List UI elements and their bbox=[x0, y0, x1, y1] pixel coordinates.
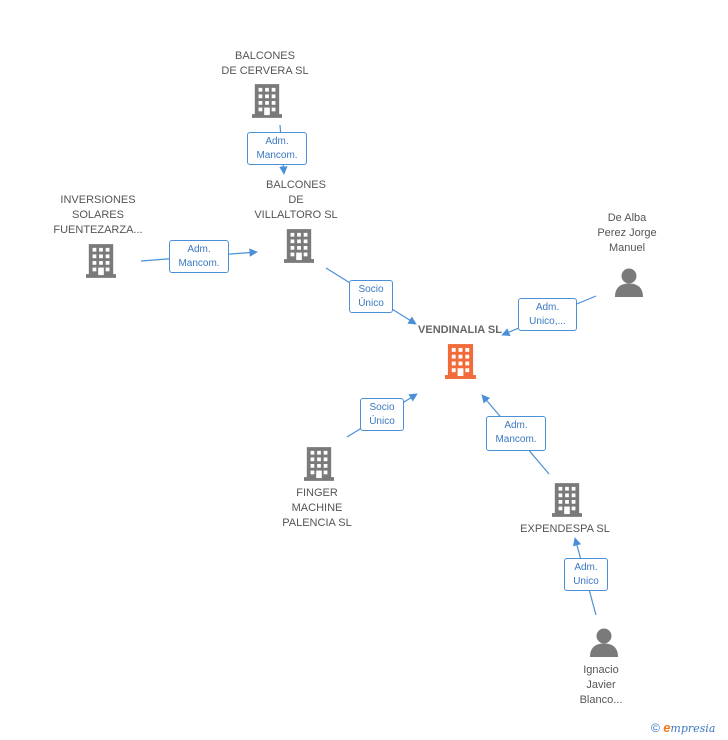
brand-initial: e bbox=[663, 720, 671, 735]
node-label-de-alba[interactable]: De Alba Perez Jorge Manuel bbox=[597, 212, 657, 254]
empresia-logo[interactable]: © empresia bbox=[651, 720, 715, 735]
building-icon[interactable] bbox=[284, 229, 314, 263]
node-label-balcones-villaltoro[interactable]: BALCONES DE VILLALTORO SL bbox=[254, 179, 338, 221]
copyright-symbol: © bbox=[651, 721, 660, 735]
edge-label-dealba-vendinalia[interactable]: Adm. Unico,... bbox=[518, 298, 577, 331]
node-label-vendinalia[interactable]: VENDINALIA SL bbox=[418, 324, 502, 336]
building-icon[interactable] bbox=[86, 244, 116, 278]
building-icon[interactable] bbox=[552, 483, 582, 517]
building-icon[interactable] bbox=[304, 447, 334, 481]
building-icon[interactable] bbox=[252, 84, 282, 118]
edge-label-villaltoro-vendinalia[interactable]: Socio Único bbox=[349, 280, 393, 313]
edge-label-inversiones-villaltoro[interactable]: Adm. Mancom. bbox=[169, 240, 229, 273]
node-label-balcones-cervera[interactable]: BALCONES DE CERVERA SL bbox=[221, 50, 309, 77]
person-icon[interactable] bbox=[590, 628, 618, 658]
person-icon[interactable] bbox=[615, 268, 643, 298]
node-label-inversiones[interactable]: INVERSIONES SOLARES FUENTEZARZA... bbox=[53, 194, 143, 236]
edge-label-cervera-villaltoro[interactable]: Adm. Mancom. bbox=[247, 132, 307, 165]
node-label-expendespa[interactable]: EXPENDESPA SL bbox=[520, 523, 610, 535]
edge-label-expendespa-vendinalia[interactable]: Adm. Mancom. bbox=[486, 416, 546, 451]
brand-name: mpresia bbox=[670, 722, 716, 735]
node-label-ignacio[interactable]: Ignacio Javier Blanco... bbox=[579, 664, 623, 706]
edge-label-ignacio-expendespa[interactable]: Adm. Unico bbox=[564, 558, 608, 591]
node-label-finger[interactable]: FINGER MACHINE PALENCIA SL bbox=[282, 487, 352, 529]
building-icon[interactable] bbox=[445, 344, 476, 379]
edge-label-finger-vendinalia[interactable]: Socio Único bbox=[360, 398, 404, 431]
